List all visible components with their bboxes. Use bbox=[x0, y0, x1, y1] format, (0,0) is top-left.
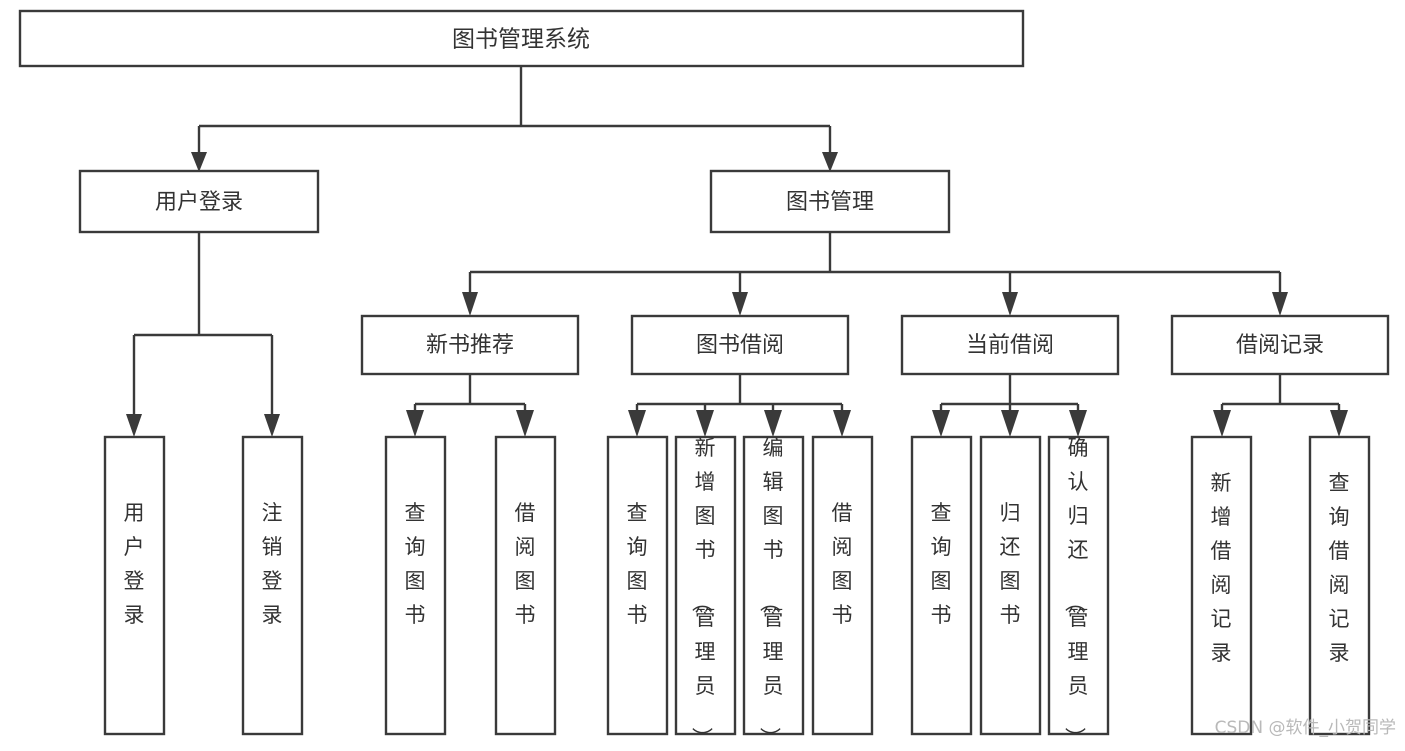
leaf-add-book-box[interactable] bbox=[674, 435, 737, 736]
leaf-node-query-book-1[interactable]: 查询图书 bbox=[384, 435, 447, 736]
node-book-borrow[interactable]: 图书借阅 bbox=[630, 314, 850, 376]
node-new-book-recommend-box[interactable] bbox=[360, 314, 580, 376]
leaf-node-logout-login[interactable]: 注销登录 bbox=[241, 435, 304, 736]
leaf-query-book-3-label: 查询图书 bbox=[931, 501, 952, 627]
leaf-node-confirm-return[interactable]: 确认归还（管理员） bbox=[1047, 435, 1110, 748]
leaf-user-login-box[interactable] bbox=[103, 435, 166, 736]
arrow-head-icon-leaf-borrow-book-2 bbox=[833, 410, 851, 437]
leaf-node-return-book[interactable]: 归还图书 bbox=[979, 435, 1042, 736]
leaf-query-book-2-label: 查询图书 bbox=[627, 501, 648, 627]
watermark-label: CSDN @软件_小贺同学 bbox=[1215, 718, 1396, 738]
leaf-query-book-2-box[interactable] bbox=[606, 435, 669, 736]
node-book-borrow-label: 图书借阅 bbox=[696, 333, 784, 358]
leaf-add-record-box[interactable] bbox=[1190, 435, 1253, 736]
leaf-logout-login-label: 注销登录 bbox=[262, 501, 283, 627]
leaf-node-edit-book[interactable]: 编辑图书（管理员） bbox=[742, 435, 805, 748]
node-book-manage-label: 图书管理 bbox=[786, 190, 874, 215]
leaf-query-book-3-box[interactable] bbox=[910, 435, 973, 736]
node-new-book-recommend-label: 新书推荐 bbox=[426, 333, 514, 358]
node-borrow-record-label: 借阅记录 bbox=[1236, 333, 1324, 358]
leaf-query-record-label: 查询借阅记录 bbox=[1329, 471, 1350, 665]
leaf-node-borrow-book-1[interactable]: 借阅图书 bbox=[494, 435, 557, 736]
leaf-add-book-label: 新增图书（管理员） bbox=[690, 436, 716, 747]
node-book-manage-box[interactable] bbox=[709, 169, 951, 234]
arrow-head-icon-leaf-query-book-2 bbox=[628, 410, 646, 437]
leaf-confirm-return-label: 确认归还（管理员） bbox=[1063, 436, 1089, 747]
leaf-node-borrow-book-2[interactable]: 借阅图书 bbox=[811, 435, 874, 736]
arrow-head-icon-leaf-query-record bbox=[1330, 410, 1348, 437]
leaf-query-book-1-label: 查询图书 bbox=[405, 501, 426, 627]
arrow-head-icon-leaf-add-record bbox=[1213, 410, 1231, 437]
leaf-return-book-label: 归还图书 bbox=[1000, 501, 1021, 627]
arrow-head-icon-borrow-record bbox=[1272, 292, 1288, 316]
arrow-head-icon-leaf-edit-book bbox=[764, 410, 782, 437]
leaf-borrow-book-1-box[interactable] bbox=[494, 435, 557, 736]
node-current-borrow-label: 当前借阅 bbox=[966, 333, 1054, 358]
node-current-borrow-box[interactable] bbox=[900, 314, 1120, 376]
arrow-head-icon-current-borrow bbox=[1002, 292, 1018, 316]
node-user-login-box[interactable] bbox=[78, 169, 320, 234]
leaf-user-login-label: 用户登录 bbox=[124, 501, 145, 627]
leaf-query-book-1-box[interactable] bbox=[384, 435, 447, 736]
node-borrow-record[interactable]: 借阅记录 bbox=[1170, 314, 1390, 376]
arrow-head-icon-leaf-query-book-1 bbox=[406, 410, 424, 437]
node-borrow-record-box[interactable] bbox=[1170, 314, 1390, 376]
leaf-borrow-book-2-label: 借阅图书 bbox=[832, 501, 853, 627]
leaf-node-user-login[interactable]: 用户登录 bbox=[103, 435, 166, 736]
leaf-node-add-book[interactable]: 新增图书（管理员） bbox=[674, 435, 737, 748]
leaf-logout-login-box[interactable] bbox=[241, 435, 304, 736]
connector-layer bbox=[126, 66, 1348, 437]
arrow-head-icon-leaf-return-book bbox=[1001, 410, 1019, 437]
arrow-head-icon-user-login bbox=[191, 152, 207, 172]
node-book-manage[interactable]: 图书管理 bbox=[709, 169, 951, 234]
arrow-head-icon-leaf-confirm-return bbox=[1069, 410, 1087, 437]
leaf-node-query-book-3[interactable]: 查询图书 bbox=[910, 435, 973, 736]
node-root-box[interactable] bbox=[18, 9, 1025, 68]
node-book-borrow-box[interactable] bbox=[630, 314, 850, 376]
arrow-head-icon-leaf-user-login bbox=[126, 414, 142, 437]
node-user-login-label: 用户登录 bbox=[155, 190, 243, 215]
node-current-borrow[interactable]: 当前借阅 bbox=[900, 314, 1120, 376]
leaf-return-book-box[interactable] bbox=[979, 435, 1042, 736]
arrow-head-icon-leaf-logout-login bbox=[264, 414, 280, 437]
node-root[interactable]: 图书管理系统 bbox=[18, 9, 1025, 68]
leaf-edit-book-label: 编辑图书（管理员） bbox=[758, 436, 784, 747]
leaf-borrow-book-2-box[interactable] bbox=[811, 435, 874, 736]
leaf-node-query-book-2[interactable]: 查询图书 bbox=[606, 435, 669, 736]
leaf-node-query-record[interactable]: 查询借阅记录 bbox=[1308, 435, 1371, 736]
arrow-head-icon-book-borrow bbox=[732, 292, 748, 316]
leaf-edit-book-box[interactable] bbox=[742, 435, 805, 736]
leaf-add-record-label: 新增借阅记录 bbox=[1211, 471, 1232, 665]
arrow-head-icon-new-book-recommend bbox=[462, 292, 478, 316]
arrow-head-icon-book-manage bbox=[822, 152, 838, 172]
arrow-head-icon-leaf-borrow-book-1 bbox=[516, 410, 534, 437]
leaf-node-add-record[interactable]: 新增借阅记录 bbox=[1190, 435, 1253, 736]
node-root-label: 图书管理系统 bbox=[452, 27, 590, 53]
leaf-confirm-return-box[interactable] bbox=[1047, 435, 1110, 736]
arrow-head-icon-leaf-query-book-3 bbox=[932, 410, 950, 437]
arrow-head-icon-leaf-add-book bbox=[696, 410, 714, 437]
node-user-login[interactable]: 用户登录 bbox=[78, 169, 320, 234]
node-new-book-recommend[interactable]: 新书推荐 bbox=[360, 314, 580, 376]
leaf-borrow-book-1-label: 借阅图书 bbox=[515, 501, 536, 627]
leaf-query-record-box[interactable] bbox=[1308, 435, 1371, 736]
